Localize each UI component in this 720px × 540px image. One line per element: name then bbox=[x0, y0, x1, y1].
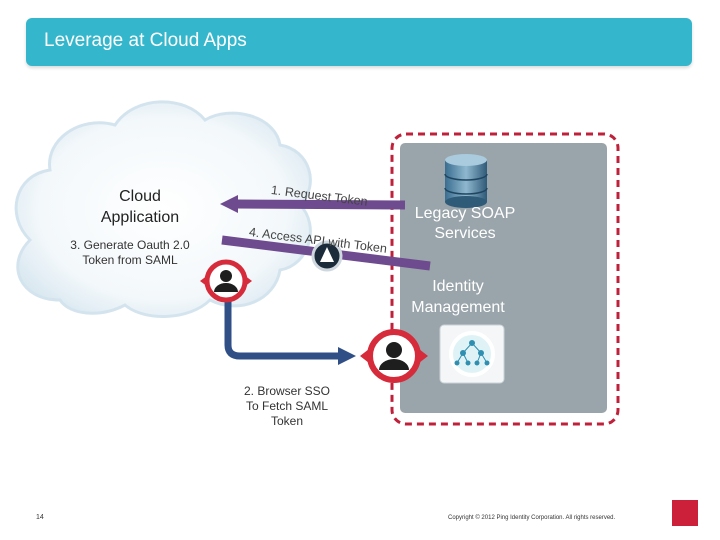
page-number: 14 bbox=[36, 514, 44, 521]
step3-label: 3. Generate Oauth 2.0 Token from SAML bbox=[60, 238, 200, 268]
title-bar: Leverage at Cloud Apps bbox=[26, 18, 692, 66]
legacy-soap-label-line2: Services bbox=[434, 225, 496, 242]
step2-label: 2. Browser SSO To Fetch SAML Token bbox=[228, 384, 346, 429]
legacy-soap-label-line1: Legacy SOAP bbox=[414, 205, 516, 222]
identity-management-label-line2: Management bbox=[411, 299, 505, 316]
user-target-icon bbox=[200, 259, 252, 303]
cloud-app-label: Cloud Application bbox=[80, 186, 200, 228]
identity-network-icon bbox=[439, 324, 505, 384]
company-logo bbox=[672, 500, 698, 526]
user-target-icon bbox=[360, 329, 428, 383]
cloud-app-label-line2: Application bbox=[100, 209, 180, 226]
enterprise-boundary bbox=[390, 132, 620, 426]
database-icon bbox=[444, 154, 488, 208]
step3-label-line1: 3. Generate Oauth 2.0 bbox=[70, 238, 190, 252]
arrow-request-token bbox=[220, 195, 406, 213]
copyright: Copyright © 2012 Ping Identity Corporati… bbox=[448, 515, 616, 521]
step2-label-line3: Token bbox=[270, 414, 304, 428]
arrow-browser-sso bbox=[224, 298, 356, 365]
cloud-app-label-line1: Cloud bbox=[119, 188, 161, 205]
step2-label-line2: To Fetch SAML bbox=[245, 399, 329, 413]
step3-label-line2: Token from SAML bbox=[82, 253, 178, 267]
legacy-soap-label: Legacy SOAP Services bbox=[395, 204, 535, 244]
identity-management-label: Identity Management bbox=[398, 276, 518, 318]
identity-management-label-line1: Identity bbox=[432, 278, 484, 295]
api-gear-icon bbox=[311, 240, 343, 272]
slide-title: Leverage at Cloud Apps bbox=[44, 30, 247, 51]
step2-label-line1: 2. Browser SSO bbox=[243, 384, 331, 398]
